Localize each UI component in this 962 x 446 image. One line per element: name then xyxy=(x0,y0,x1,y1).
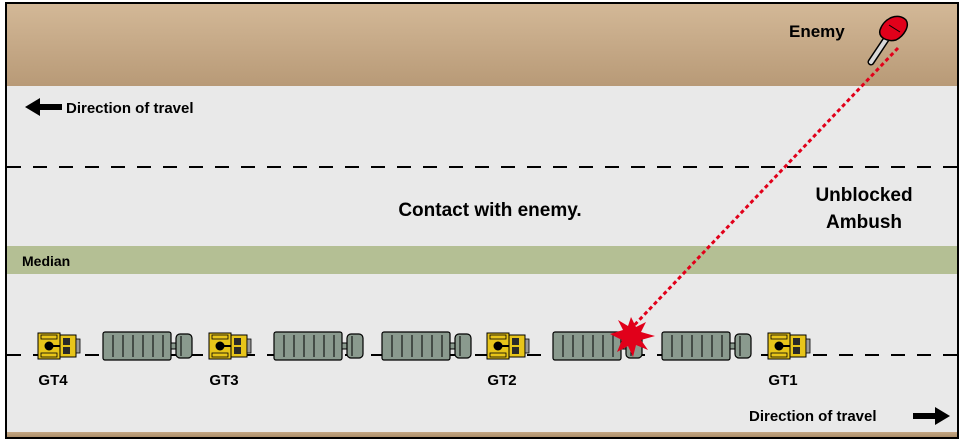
median-label: Median xyxy=(22,253,70,269)
explosion-icon xyxy=(610,317,655,357)
rpg-launcher-icon xyxy=(867,15,908,66)
enemy-label: Enemy xyxy=(789,22,845,41)
diagram-border xyxy=(5,2,959,439)
gun-truck-label: GT3 xyxy=(209,372,238,389)
cargo-truck xyxy=(661,331,752,361)
median-strip xyxy=(7,246,957,274)
cargo-truck xyxy=(273,331,364,361)
gun-truck-gt3 xyxy=(208,332,252,360)
cargo-truck xyxy=(381,331,472,361)
gun-truck-gt1 xyxy=(767,332,811,360)
top-roadside xyxy=(7,4,957,86)
bottom-roadside xyxy=(7,432,957,438)
ambush-label-line2: Ambush xyxy=(826,212,902,233)
gun-truck-label: GT2 xyxy=(487,372,516,389)
arrow-left-icon xyxy=(25,98,62,116)
contact-label: Contact with enemy. xyxy=(398,200,581,221)
arrow-right-icon xyxy=(913,407,950,425)
cargo-truck xyxy=(102,331,193,361)
convoy xyxy=(37,331,811,361)
line-of-fire xyxy=(622,46,900,338)
ambush-label-line1: Unblocked xyxy=(815,185,912,206)
gun-truck-gt2 xyxy=(486,332,530,360)
gun-truck-gt4 xyxy=(37,332,81,360)
gun-truck-label: GT1 xyxy=(768,372,797,389)
direction-top-label: Direction of travel xyxy=(66,100,194,117)
direction-bottom-label: Direction of travel xyxy=(749,408,877,425)
gun-truck-label: GT4 xyxy=(38,372,68,389)
